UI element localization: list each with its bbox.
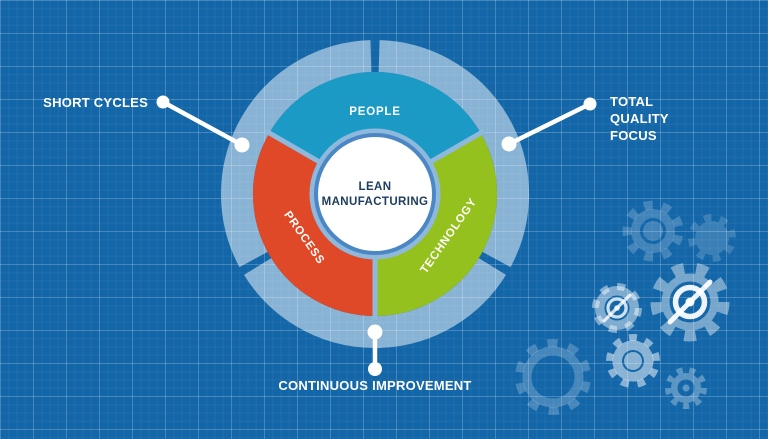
segment-divider: [426, 128, 486, 166]
ring-arc: [378, 40, 530, 268]
gear-icon: [606, 334, 660, 388]
connector-dot: [368, 362, 382, 376]
segment-divider: [264, 128, 324, 166]
gear-icon: [665, 367, 707, 409]
connector-dot: [501, 136, 517, 152]
connector-dot: [367, 324, 383, 340]
hub-title: LEAN MANUFACTURING: [321, 181, 429, 208]
callout-total-quality-focus: TOTAL QUALITY FOCUS: [610, 94, 669, 143]
hub-circle: [314, 133, 436, 255]
gauge-gear-icon: [592, 283, 642, 333]
connector-dot: [156, 95, 170, 109]
segment-dividers: [264, 128, 486, 320]
ring-arc: [220, 40, 372, 268]
callout-continuous-improvement: CONTINUOUS IMPROVEMENT: [278, 378, 472, 393]
gear-icon: [515, 339, 591, 415]
connector-dot: [234, 137, 250, 153]
wheel-segments: [252, 71, 498, 317]
connector-line: [508, 101, 591, 147]
wedge-people: [269, 71, 481, 162]
hub-outer-ring: [309, 128, 441, 260]
gear-icon: [622, 200, 684, 262]
connector-dot: [583, 97, 597, 111]
callout-short-cycles: SHORT CYCLES: [43, 95, 148, 110]
wedge-process: [252, 133, 375, 316]
connector-line: [161, 100, 244, 147]
gauge-gear-icon: [650, 262, 730, 342]
gear-icon: [688, 214, 736, 262]
gear-cluster: [515, 200, 736, 415]
segment-label-people: PEOPLE: [349, 106, 401, 118]
wedge-technology: [375, 133, 498, 317]
callout-connectors: [156, 95, 597, 376]
